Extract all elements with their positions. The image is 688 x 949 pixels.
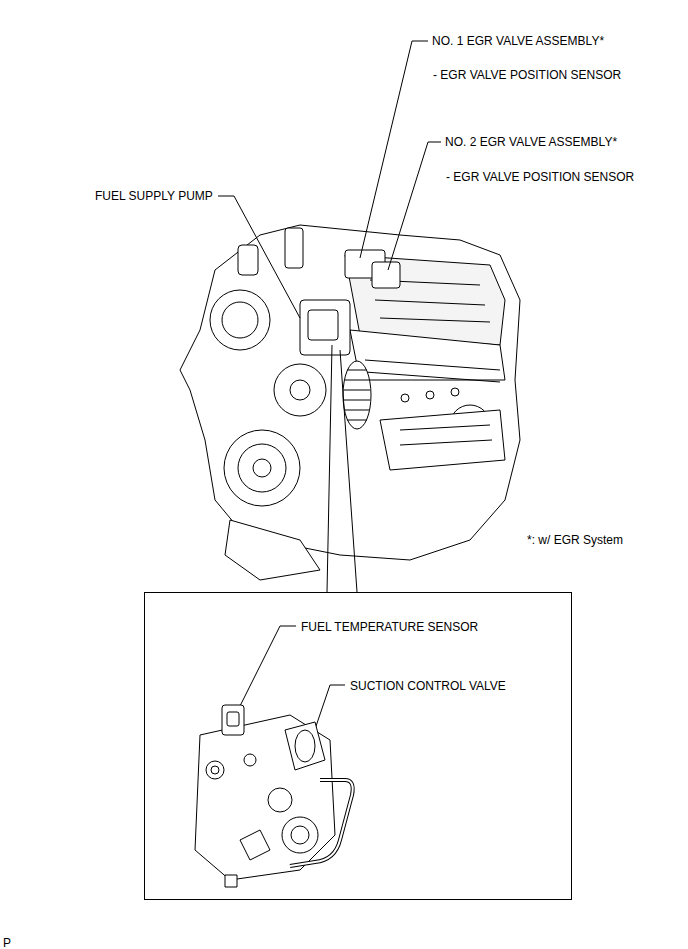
part-label: - EGR VALVE POSITION SENSOR	[433, 68, 621, 82]
part-label: NO. 1 EGR VALVE ASSEMBLY*	[432, 34, 604, 48]
part-label: FUEL TEMPERATURE SENSOR	[301, 620, 478, 634]
part-label: SUCTION CONTROL VALVE	[350, 679, 506, 693]
note-text: *: w/ EGR System	[527, 533, 623, 547]
part-label: - EGR VALVE POSITION SENSOR	[446, 170, 634, 184]
part-label: NO. 2 EGR VALVE ASSEMBLY*	[445, 135, 617, 149]
part-label: FUEL SUPPLY PUMP	[95, 189, 213, 203]
inset-box: FUEL TEMPERATURE SENSOR SUCTION CONTROL V…	[144, 592, 572, 900]
page-mark: P	[3, 936, 11, 949]
